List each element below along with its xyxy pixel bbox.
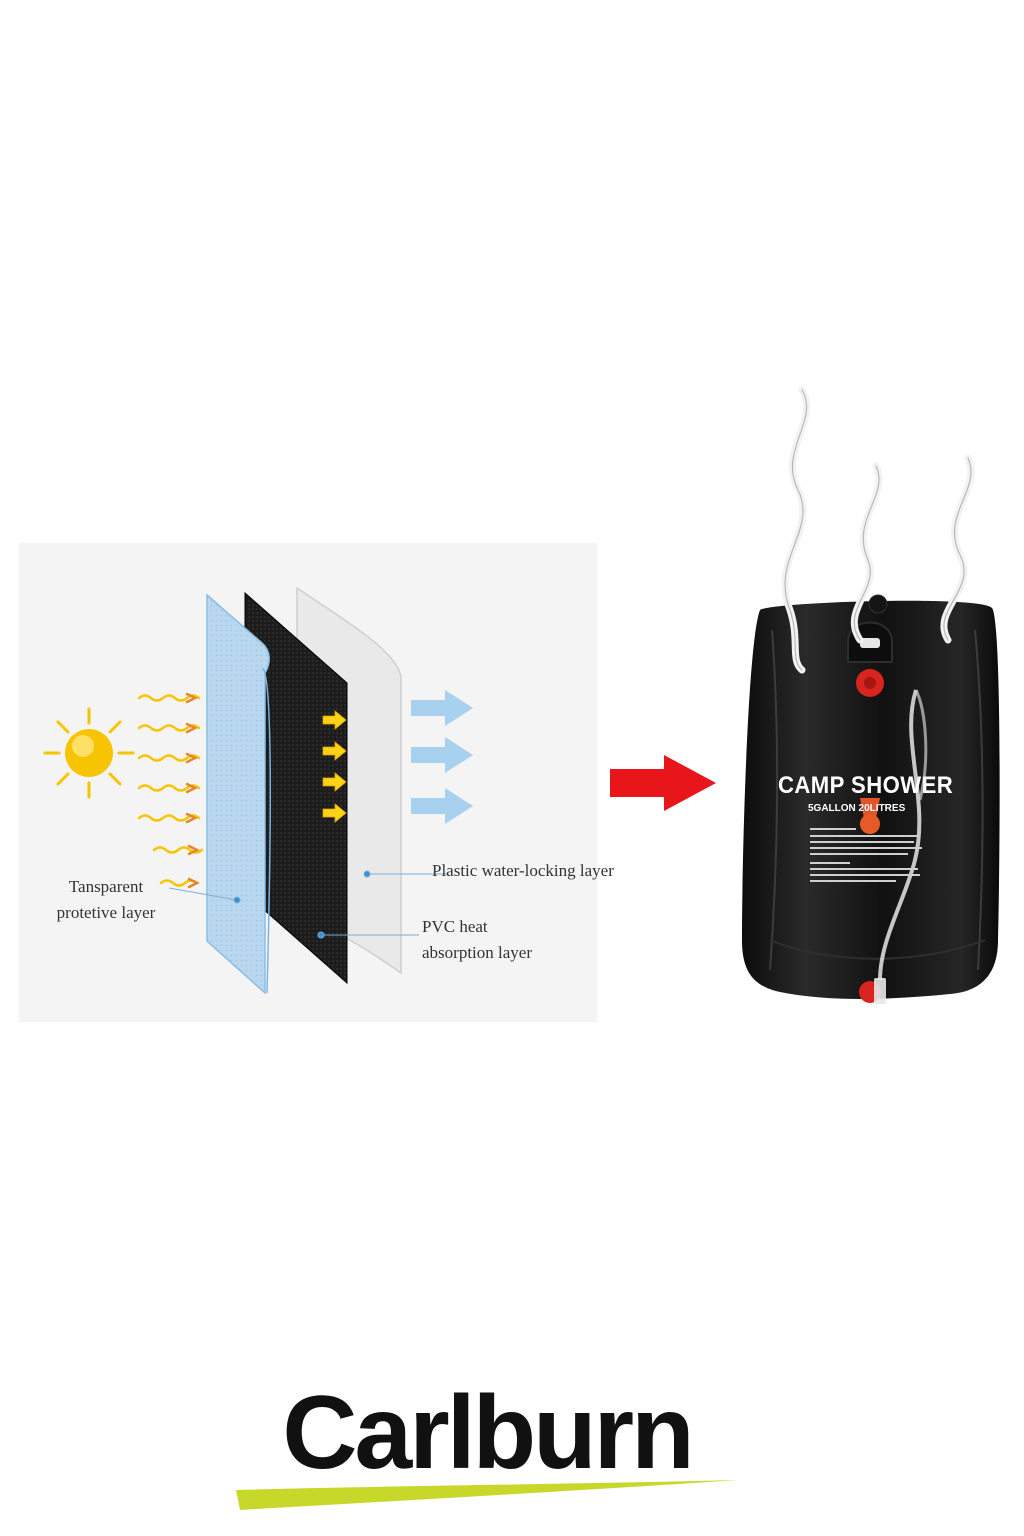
product-subtitle: 5GALLON 20LITRES: [808, 803, 906, 814]
brand-logo: Carlburn: [282, 1375, 694, 1491]
shower-nozzle-icon: [860, 798, 880, 834]
layer-diagram: [43, 586, 473, 995]
pvc-layer-label-line2: absorption layer: [422, 943, 532, 962]
bottom-valve-icon: [859, 978, 886, 1004]
heat-wave-arrow-icon: [137, 692, 204, 889]
transparent-layer-label: Tansparent protetive layer: [41, 874, 171, 926]
transparent-layer: [206, 593, 272, 995]
instruction-print: [810, 828, 922, 882]
plastic-layer-label: Plastic water-locking layer: [432, 861, 614, 880]
hose: [878, 689, 922, 981]
logo-swoosh: [236, 1480, 738, 1510]
transparent-layer-label-line2: protetive layer: [56, 903, 156, 922]
sun-icon: [43, 707, 135, 799]
camp-shower-product: [742, 386, 1000, 1004]
product-title: CAMP SHOWER: [778, 772, 954, 799]
red-arrow-icon: [610, 755, 716, 811]
transparent-layer-label-line1: Tansparent: [68, 877, 144, 896]
pvc-layer-label: PVC heat absorption layer: [422, 914, 532, 966]
leader-lines: [168, 870, 449, 939]
layer-diagram-panel: Plastic water-locking layer Tansparent p…: [19, 543, 614, 1022]
yellow-arrow-icon: [322, 710, 347, 823]
valve-icon: [856, 669, 884, 697]
pvc-layer-label-line1: PVC heat: [422, 917, 488, 936]
blue-arrow-icon: [411, 690, 473, 824]
